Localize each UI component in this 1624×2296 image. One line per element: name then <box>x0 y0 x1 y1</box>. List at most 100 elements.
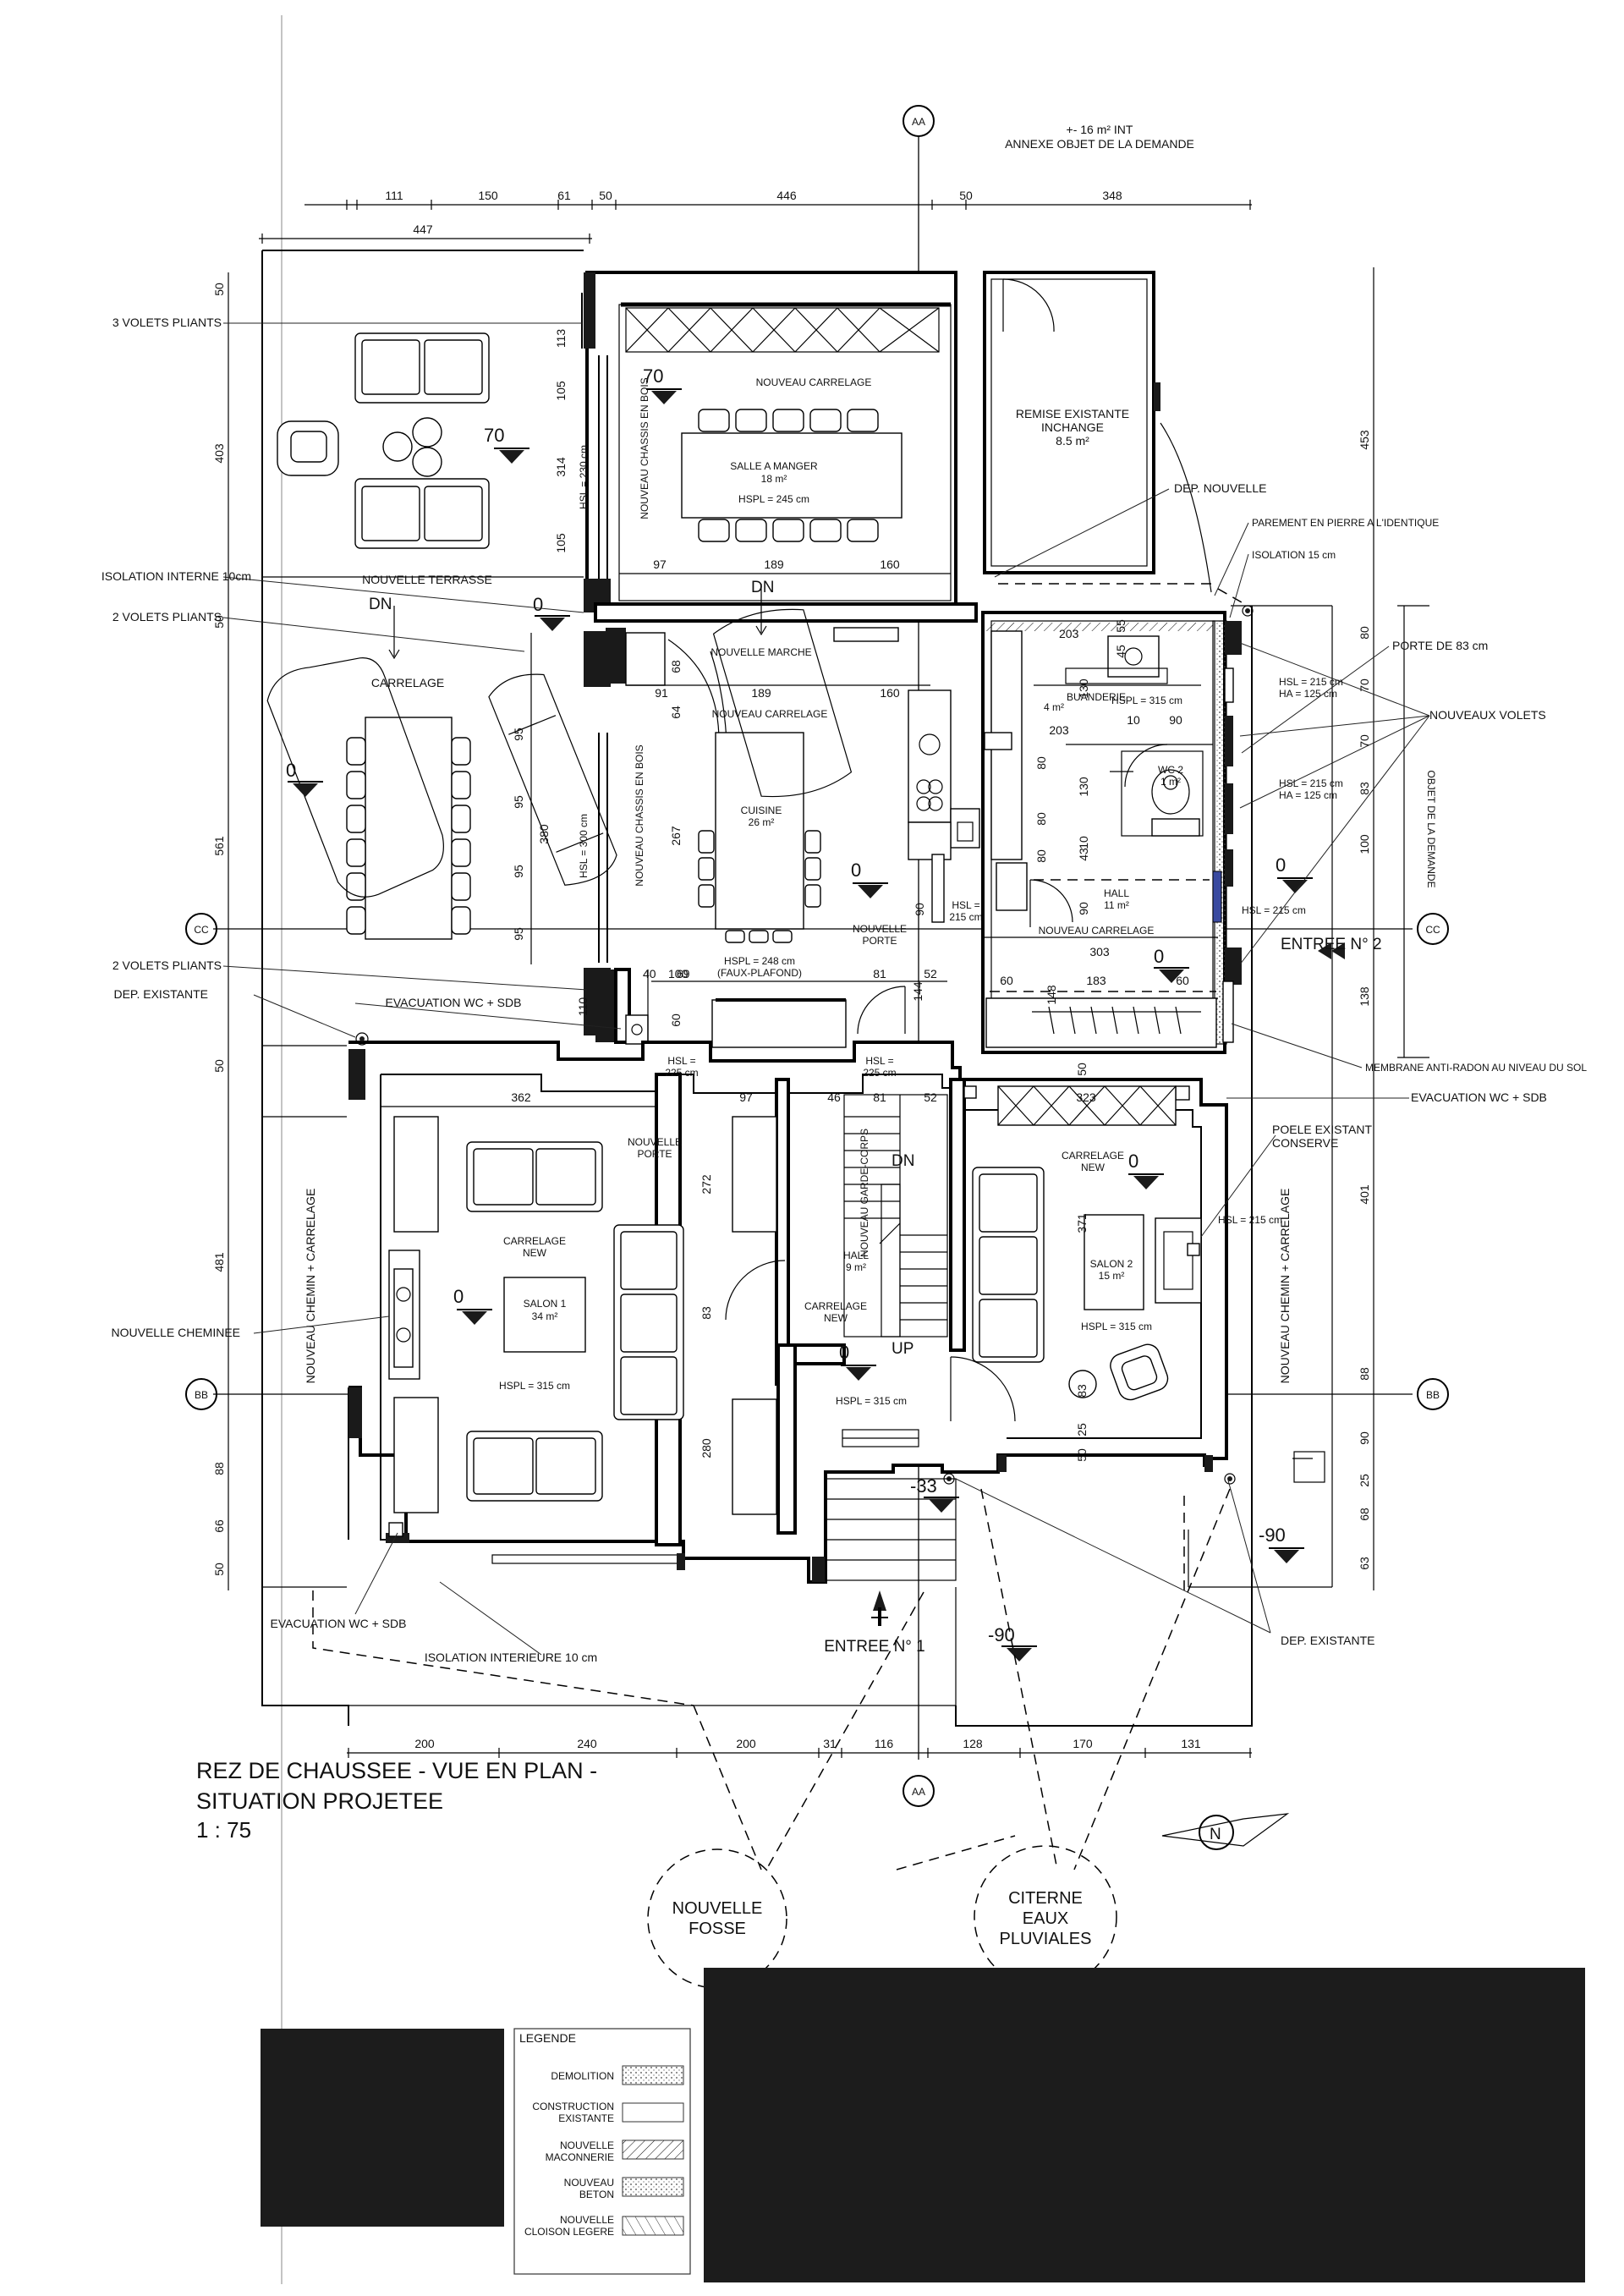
svg-text:371: 371 <box>1075 1213 1089 1233</box>
terrace-dn-arrow: DN <box>369 596 400 660</box>
grid-marker-aa-top: AA <box>903 105 935 137</box>
svg-text:63: 63 <box>1358 1557 1371 1570</box>
svg-text:50: 50 <box>212 1563 226 1576</box>
svg-text:50: 50 <box>212 1059 226 1073</box>
label-hall-new: NEW <box>824 1312 848 1324</box>
svg-text:50: 50 <box>212 283 226 296</box>
salon-1-room: CARRELAGE NEW SALON 1 34 m² HSPL = 315 c… <box>381 1055 897 1515</box>
north-label: N <box>1210 1826 1221 1843</box>
label-hall-right: HALL <box>1104 887 1129 899</box>
annot-3-volets: 3 VOLETS PLIANTS <box>112 316 222 329</box>
svg-text:0: 0 <box>533 594 543 615</box>
svg-text:160: 160 <box>880 686 900 700</box>
svg-text:130: 130 <box>1077 777 1090 797</box>
label-remise-area: 8.5 m² <box>1056 434 1089 448</box>
title-scale: 1 : 75 <box>196 1817 251 1843</box>
svg-text:95: 95 <box>512 927 525 941</box>
label-porte-1b: PORTE <box>862 935 897 947</box>
grid-marker-cc-left: CC <box>185 913 217 945</box>
svg-text:CONSTRUCTION: CONSTRUCTION <box>532 2101 614 2112</box>
svg-text:80: 80 <box>1034 849 1048 863</box>
svg-text:40: 40 <box>643 967 656 980</box>
svg-text:ENTREE N° 2: ENTREE N° 2 <box>1281 936 1382 953</box>
annot-isolation-interne: ISOLATION INTERNE 10cm <box>102 569 251 583</box>
svg-text:NOUVELLE: NOUVELLE <box>672 1899 763 1918</box>
svg-text:170: 170 <box>1073 1737 1093 1750</box>
svg-text:380: 380 <box>537 824 551 844</box>
label-salle-a-manger: SALLE A MANGER <box>730 460 818 472</box>
svg-text:88: 88 <box>212 1462 226 1475</box>
svg-text:97: 97 <box>739 1090 753 1104</box>
label-nouvelle-terrasse: NOUVELLE TERRASSE <box>362 573 492 586</box>
svg-text:70: 70 <box>1358 678 1371 692</box>
label-salle-hspl: HSPL = 245 cm <box>738 493 809 505</box>
svg-text:90: 90 <box>913 903 926 916</box>
label-dn-top: DN <box>751 579 774 596</box>
svg-text:0: 0 <box>1276 854 1286 876</box>
label-buanderie: BUANDERIE <box>1067 691 1126 703</box>
label-salon2: SALON 2 <box>1090 1258 1133 1270</box>
label-hall-right-area: 11 m² <box>1104 899 1129 911</box>
svg-text:31: 31 <box>823 1737 837 1750</box>
label-hsl-230: HSL = 230 cm <box>578 445 590 509</box>
level-markers: 70 70 0 0 0 0 0 0 0 0 -33 -90 -90 <box>286 365 1313 1662</box>
top-note-annex: ANNEXE OBJET DE LA DEMANDE <box>1005 137 1194 151</box>
svg-text:314: 314 <box>554 457 568 477</box>
grid-marker-bb-left: BB <box>185 1378 217 1410</box>
svg-text:BB: BB <box>195 1389 208 1401</box>
label-chassis-bois-top: NOUVEAU CHASSIS EN BOIS <box>639 377 650 519</box>
svg-text:95: 95 <box>512 865 525 878</box>
drainage-dashed-lines <box>693 1488 1231 1870</box>
svg-text:50: 50 <box>1075 1063 1089 1076</box>
svg-text:0: 0 <box>286 760 296 781</box>
label-hsl215-2: 215 cm <box>949 911 982 923</box>
svg-text:200: 200 <box>736 1737 756 1750</box>
right-dimension-chain: 453 80 70 70 83 100 138 401 88 90 25 68 … <box>1358 267 1437 1590</box>
left-dimension-chain: 50 403 50 561 50 481 88 66 50 <box>212 272 229 1590</box>
annot-nouveaux-volets: NOUVEAUX VOLETS <box>1429 708 1546 722</box>
label-hsl215-w3: HSL = 215 cm <box>1218 1214 1282 1226</box>
top-dimension-chain: 111 150 61 50 446 50 348 447 <box>259 189 1252 244</box>
svg-text:80: 80 <box>1034 812 1048 826</box>
label-carrelage-ext: CARRELAGE <box>371 676 444 689</box>
annot-isolation-15: ISOLATION 15 cm <box>1252 549 1336 561</box>
svg-text:110: 110 <box>576 997 590 1017</box>
label-garde-corps: NOUVEAU GARDE-CORPS <box>859 1129 870 1257</box>
label-salon2-carrelage: CARRELAGE <box>1062 1150 1124 1162</box>
drawing-title: REZ DE CHAUSSEE - VUE EN PLAN - SITUATIO… <box>196 1758 597 1843</box>
svg-text:MACONNERIE: MACONNERIE <box>546 2151 614 2163</box>
svg-text:80: 80 <box>1034 756 1048 770</box>
svg-text:AA: AA <box>912 116 925 128</box>
legend-item-existante: CONSTRUCTION EXISTANTE <box>532 2101 684 2124</box>
label-porte-1a: NOUVELLE <box>853 923 907 935</box>
nouvelle-fosse-circle: NOUVELLE FOSSE <box>647 1848 787 1989</box>
label-salon1-hspl: HSPL = 315 cm <box>499 1380 570 1392</box>
label-cuisine: CUISINE <box>741 805 782 816</box>
svg-text:100: 100 <box>1358 834 1371 854</box>
bottom-dimension-chain: 200 240 200 31 116 128 170 131 <box>347 1737 1252 1758</box>
cuisine-room: NOUVELLE MARCHE NOUVEAU CARRELAGE CUISIN… <box>594 579 980 979</box>
svg-text:NOUVELLE: NOUVELLE <box>560 2214 614 2226</box>
grid-marker-cc-right: CC <box>1417 913 1449 945</box>
svg-text:150: 150 <box>478 189 498 202</box>
annotation-labels: 3 VOLETS PLIANTS ISOLATION INTERNE 10cm … <box>102 316 1587 1664</box>
svg-text:PLUVIALES: PLUVIALES <box>1000 1930 1092 1948</box>
label-chemin-right: NOUVEAU CHEMIN + CARRELAGE <box>1278 1189 1292 1384</box>
svg-text:81: 81 <box>873 967 886 980</box>
svg-text:50: 50 <box>599 189 612 202</box>
svg-text:95: 95 <box>512 728 525 741</box>
svg-text:64: 64 <box>669 706 683 719</box>
svg-text:10: 10 <box>1077 836 1090 849</box>
svg-text:116: 116 <box>875 1737 894 1750</box>
label-hsl215-w2-2: HA = 125 cm <box>1279 789 1337 801</box>
svg-text:128: 128 <box>963 1737 983 1750</box>
label-hall-hspl: HSPL = 315 cm <box>836 1395 907 1407</box>
svg-text:267: 267 <box>669 826 683 846</box>
svg-text:CC: CC <box>194 924 209 936</box>
label-cuisine-area: 26 m² <box>749 816 775 828</box>
label-hsl225-2b: 225 cm <box>863 1067 896 1079</box>
svg-text:113: 113 <box>554 329 568 349</box>
annot-dep-nouvelle: DEP. NOUVELLE <box>1174 481 1266 495</box>
label-salon1-area: 34 m² <box>532 1310 558 1322</box>
label-salon1-new: NEW <box>523 1247 547 1259</box>
